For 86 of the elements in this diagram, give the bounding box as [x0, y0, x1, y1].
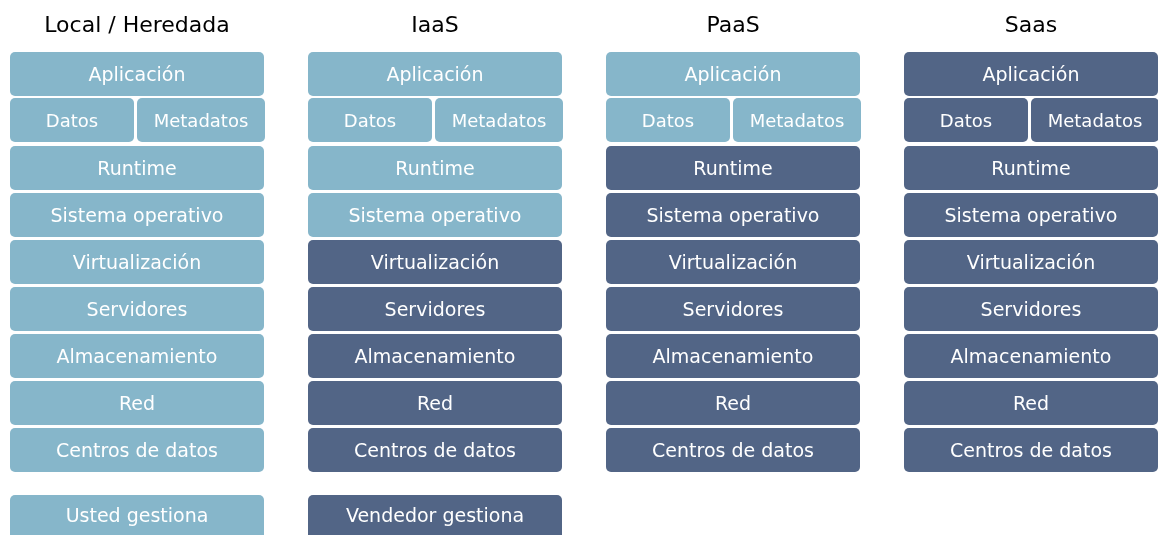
layer-label: Datos: [641, 109, 695, 131]
layer-label: Runtime: [991, 157, 1071, 179]
layer-label: Servidores: [384, 298, 486, 320]
layer-box: [904, 287, 1158, 331]
layer-box: [137, 98, 265, 142]
layer-box: [308, 52, 562, 96]
layer-box: [10, 287, 264, 331]
layer-box: [308, 240, 562, 284]
legend-label: Usted gestiona: [65, 504, 209, 526]
column-title: PaaS: [705, 12, 761, 37]
layer-box: [308, 146, 562, 190]
layer-box: [606, 428, 860, 472]
column-title: Saas: [1003, 12, 1059, 37]
layer-label: Datos: [45, 109, 99, 131]
layer-box: [606, 334, 860, 378]
layer-label: Metadatos: [153, 109, 249, 131]
layer-label: Almacenamiento: [354, 345, 516, 367]
layer-box: [904, 240, 1158, 284]
layer-label: Runtime: [395, 157, 475, 179]
layer-box: [606, 52, 860, 96]
layer-box: [606, 381, 860, 425]
layer-label: Centros de datos: [652, 439, 814, 461]
layer-box: [606, 146, 860, 190]
layer-box: [904, 193, 1158, 237]
layer-box: [904, 98, 1028, 142]
layer-box: [606, 240, 860, 284]
layer-box: [10, 146, 264, 190]
layer-label: Servidores: [682, 298, 784, 320]
layer-label: Centros de datos: [56, 439, 218, 461]
column-title: Local / Heredada: [43, 12, 231, 37]
layer-box: [308, 428, 562, 472]
layer-box: [606, 98, 730, 142]
layer-box: [10, 98, 134, 142]
layer-label: Runtime: [693, 157, 773, 179]
layer-box: [1031, 98, 1158, 142]
layer-label: Aplicación: [684, 63, 782, 85]
layer-label: Sistema operativo: [348, 204, 522, 226]
layer-box: [308, 193, 562, 237]
layer-label: Red: [714, 392, 752, 414]
layer-label: Servidores: [980, 298, 1082, 320]
layer-label: Virtualización: [668, 251, 798, 273]
layer-label: Almacenamiento: [652, 345, 814, 367]
layer-box: [904, 381, 1158, 425]
layer-label: Aplicación: [88, 63, 186, 85]
column-title: IaaS: [410, 12, 460, 37]
layer-box: [10, 381, 264, 425]
layer-box: [606, 193, 860, 237]
layer-box: [10, 193, 264, 237]
layer-label: Centros de datos: [950, 439, 1112, 461]
layer-label: Centros de datos: [354, 439, 516, 461]
layer-label: Metadatos: [749, 109, 845, 131]
layer-label: Red: [416, 392, 454, 414]
layer-box: [308, 98, 432, 142]
layer-label: Sistema operativo: [50, 204, 224, 226]
layer-label: Virtualización: [966, 251, 1096, 273]
layer-box: [904, 334, 1158, 378]
layer-label: Virtualización: [72, 251, 202, 273]
layer-label: Runtime: [97, 157, 177, 179]
layer-box: [308, 287, 562, 331]
layer-label: Virtualización: [370, 251, 500, 273]
layer-label: Metadatos: [1047, 109, 1143, 131]
layer-label: Almacenamiento: [950, 345, 1112, 367]
layer-label: Sistema operativo: [944, 204, 1118, 226]
layer-label: Red: [118, 392, 156, 414]
layer-label: Datos: [343, 109, 397, 131]
layer-box: [904, 146, 1158, 190]
layer-box: [606, 287, 860, 331]
layer-label: Sistema operativo: [646, 204, 820, 226]
layer-box: [10, 428, 264, 472]
layer-box: [435, 98, 563, 142]
layer-box: [733, 98, 861, 142]
layer-box: [10, 52, 264, 96]
layer-box: [10, 240, 264, 284]
layer-box: [308, 334, 562, 378]
layer-label: Datos: [939, 109, 993, 131]
legend-label: Vendedor gestiona: [345, 504, 525, 526]
layer-label: Metadatos: [451, 109, 547, 131]
layer-label: Almacenamiento: [56, 345, 218, 367]
layer-box: [904, 428, 1158, 472]
layer-box: [904, 52, 1158, 96]
layer-label: Aplicación: [982, 63, 1080, 85]
layer-box: [308, 381, 562, 425]
layer-label: Servidores: [86, 298, 188, 320]
layer-label: Aplicación: [386, 63, 484, 85]
layer-box: [10, 334, 264, 378]
layer-label: Red: [1012, 392, 1050, 414]
